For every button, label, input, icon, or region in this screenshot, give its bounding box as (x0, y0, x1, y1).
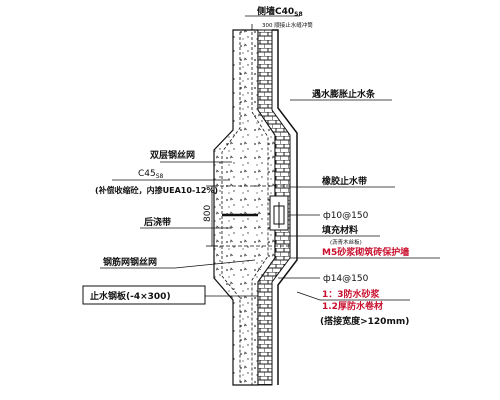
label-top-note: 300 顺接止水缝冲筒 (262, 21, 313, 29)
leader-lines (100, 15, 440, 301)
label-overlap: (搭接宽度>120mm) (320, 315, 409, 327)
label-steel-plate: 止水钢板(-4×300) (90, 290, 171, 302)
label-double-mesh: 双层钢丝网 (150, 149, 195, 161)
label-mesh-frame: 钢筋网钢丝网 (103, 256, 157, 268)
label-c45-note: (补偿收缩砼，内掺UEA10-12%) (95, 185, 218, 195)
steel-plate-box (82, 285, 206, 305)
waterproof-membrane (272, 29, 298, 385)
label-post-pour: 后浇带 (144, 216, 171, 228)
label-m5: M5砂浆砌筑砖保护墙 (322, 246, 409, 258)
label-filler: 填充材料 (322, 224, 358, 236)
label-c45: C45S8 (138, 169, 164, 180)
dim-800-label: 800 (203, 205, 213, 222)
rebar-line-right (251, 32, 269, 385)
label-phi10: ф10@150 (323, 211, 369, 221)
label-top-concrete: 侧墙C40S8 (257, 5, 303, 18)
label-water-swelling: 遇水膨胀止水条 (312, 88, 376, 100)
rubber-stop-bulb (273, 202, 285, 228)
label-mortar: 1：3防水砂浆 (322, 288, 381, 300)
brick-protective-wall (257, 29, 291, 386)
label-filler-note: (沥青木丝板) (330, 238, 362, 246)
label-membrane: 1.2厚防水卷材 (322, 300, 383, 312)
label-rubber-stop: 橡胶止水带 (322, 175, 367, 187)
label-phi14: ф14@150 (323, 274, 369, 284)
